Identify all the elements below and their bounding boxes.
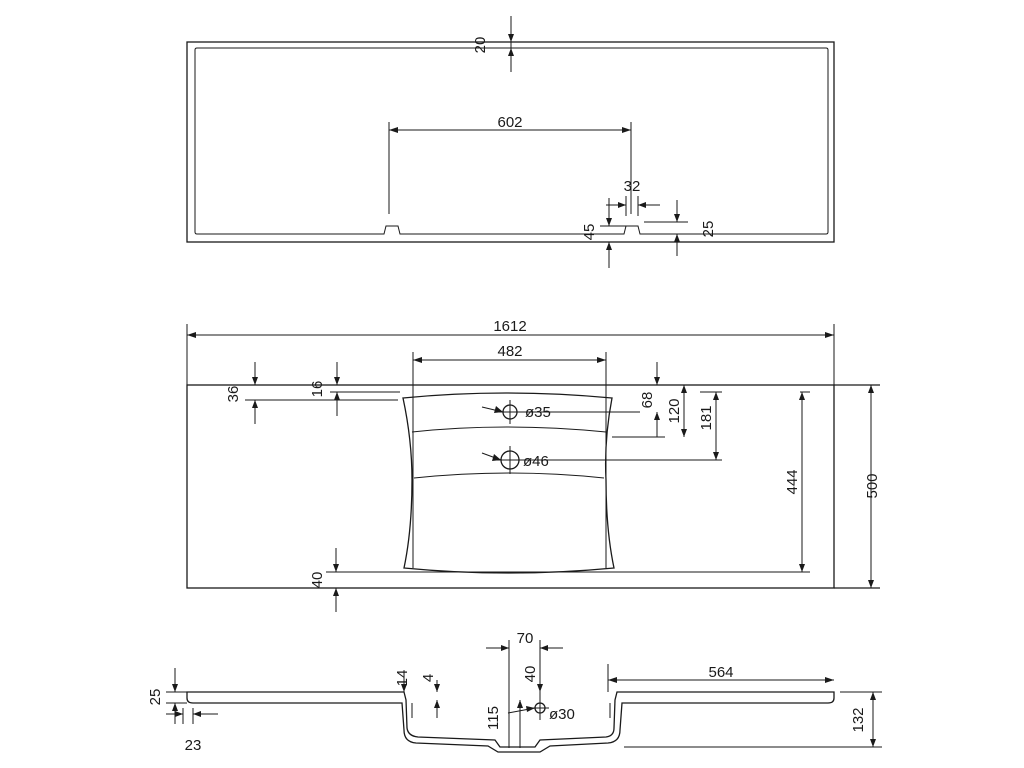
arrow	[413, 357, 422, 363]
arrow	[526, 706, 535, 712]
arrow	[252, 400, 258, 408]
dim-70-label: 70	[517, 630, 534, 647]
arrow	[870, 739, 876, 747]
arrow	[713, 392, 719, 400]
arrow	[681, 429, 687, 437]
dim-14-label: 14	[394, 670, 411, 687]
dim-16-label: 16	[309, 381, 326, 398]
dim-564-label: 564	[708, 664, 733, 681]
arrow	[494, 406, 503, 413]
arrow	[654, 412, 660, 420]
dim-4-label: 4	[420, 674, 437, 682]
plan-outline	[186, 384, 835, 589]
arrow	[193, 711, 201, 717]
hole-46-label: ø46	[523, 453, 549, 470]
arrow	[333, 588, 339, 596]
arrow	[517, 700, 523, 708]
arrow	[799, 392, 805, 400]
arrow	[868, 385, 874, 393]
arrow	[622, 127, 631, 133]
arrow	[606, 218, 612, 226]
dim-444-label: 444	[784, 469, 801, 494]
dim-132-label: 132	[850, 707, 867, 732]
arrow	[492, 454, 501, 461]
arrow	[681, 385, 687, 393]
arrow	[674, 234, 680, 242]
arrow	[713, 452, 719, 460]
arrow	[825, 332, 834, 338]
arrow	[618, 202, 626, 208]
arrow	[401, 684, 407, 692]
plan-view: 1612 482 36 16 ø35 6	[186, 318, 881, 612]
dim-40-section-label: 40	[522, 666, 539, 683]
arrow	[674, 214, 680, 222]
top-view: 20 602 32 45 25	[186, 16, 835, 268]
dim-25-label: 25	[700, 221, 717, 238]
arrow	[175, 711, 183, 717]
arrow	[654, 377, 660, 385]
dim-40-label: 40	[309, 572, 326, 589]
arrow	[434, 684, 440, 692]
dim-500-label: 500	[864, 473, 881, 498]
section-view: 70 14 4 40 564 25 23	[147, 630, 882, 754]
arrow	[799, 564, 805, 572]
dim-32-label: 32	[624, 178, 641, 195]
dim-181-label: 181	[698, 405, 715, 430]
arrow	[501, 645, 509, 651]
arrow	[508, 48, 514, 56]
dim-602-label: 602	[497, 114, 522, 131]
arrow	[540, 645, 548, 651]
arrow	[389, 127, 398, 133]
dim-68-label: 68	[639, 392, 656, 409]
arrow	[606, 242, 612, 250]
arrow	[638, 202, 646, 208]
arrow	[434, 700, 440, 708]
arrow	[172, 703, 178, 711]
arrow	[608, 677, 617, 683]
dim-45-label: 45	[581, 224, 598, 241]
arrow	[870, 692, 876, 700]
arrow	[868, 580, 874, 588]
arrow	[172, 684, 178, 692]
arrow	[597, 357, 606, 363]
dim-115-label: 115	[485, 706, 502, 730]
arrow	[508, 34, 514, 42]
top-inner-outline	[194, 47, 829, 235]
dim-23-label: 23	[185, 737, 202, 754]
arrow	[252, 377, 258, 385]
arrow	[334, 392, 340, 400]
dim-25-section-label: 25	[147, 689, 164, 706]
basin-ridge-line	[411, 426, 607, 433]
basin-ridge-line	[413, 472, 605, 479]
hole-30-label: ø30	[549, 706, 575, 723]
arrow	[187, 332, 196, 338]
dim-36-label: 36	[225, 386, 242, 403]
basin-outline	[402, 392, 615, 574]
section-profile	[186, 691, 835, 753]
arrow	[537, 684, 543, 692]
arrow	[334, 377, 340, 385]
arrow	[825, 677, 834, 683]
dim-120-label: 120	[666, 398, 683, 423]
dim-482-label: 482	[497, 343, 522, 360]
arrow	[333, 564, 339, 572]
hole-35-label: ø35	[525, 404, 551, 421]
dim-20-label: 20	[472, 37, 489, 54]
dim-1612-label: 1612	[493, 318, 526, 335]
